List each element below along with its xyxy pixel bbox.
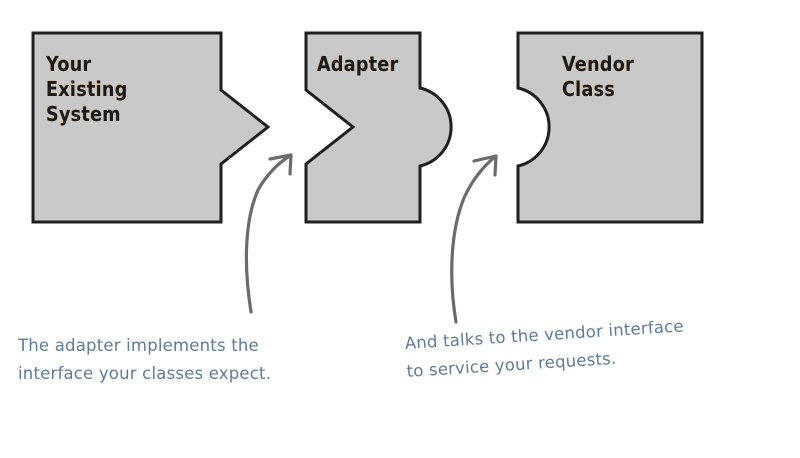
shape-adapter (304, 31, 453, 224)
caption-adapter-implements: The adapter implements the interface you… (18, 336, 272, 383)
arrow-to-vendor (450, 154, 498, 324)
arrow-to-adapter (244, 153, 293, 314)
shape-existing-system (31, 31, 271, 224)
shape-vendor-class (516, 31, 704, 224)
